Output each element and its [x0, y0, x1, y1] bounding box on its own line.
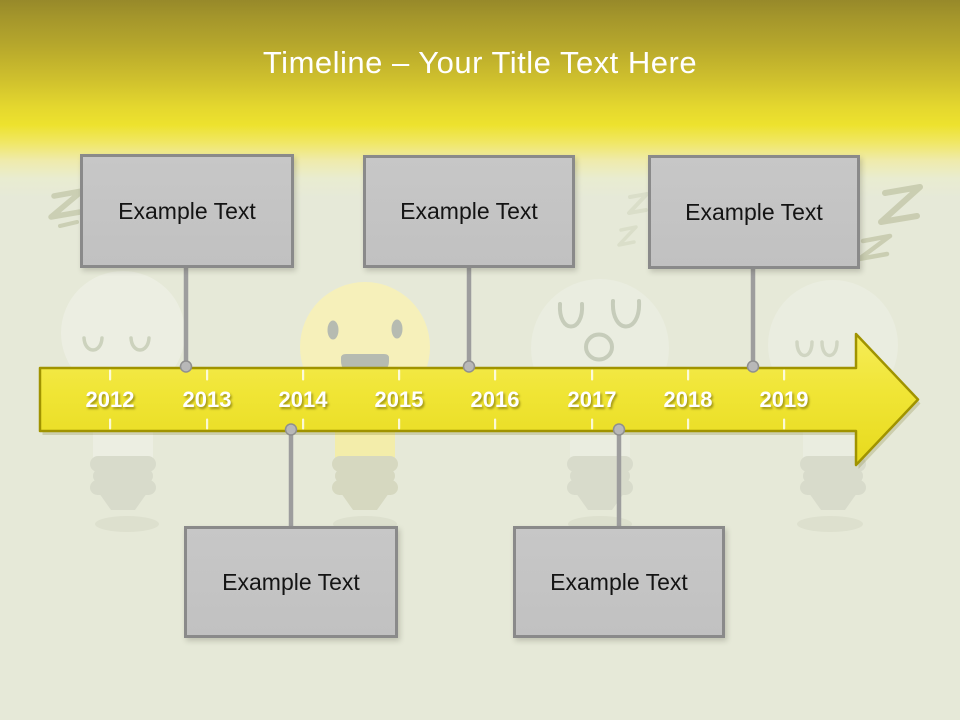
year-label-2015: 2015: [374, 387, 424, 412]
sleep-z-doodle-left: [48, 188, 85, 228]
year-label-2012: 2012: [85, 387, 135, 412]
sleep-z-doodle-middle: [617, 192, 649, 247]
event-label: Example Text: [685, 198, 823, 225]
event-box-above-2013[interactable]: Example Text: [80, 154, 294, 268]
event-box-above-2019[interactable]: Example Text: [648, 155, 860, 269]
event-box-above-2016[interactable]: Example Text: [363, 155, 575, 268]
year-label-2013: 2013: [182, 387, 232, 412]
year-label-2018: 2018: [663, 387, 713, 412]
event-label: Example Text: [550, 568, 688, 595]
timeline-arrow: [38, 332, 920, 467]
year-label-2017: 2017: [567, 387, 617, 412]
event-label: Example Text: [118, 197, 256, 224]
connector-dot-2017: [612, 423, 626, 436]
year-label-2014: 2014: [278, 387, 328, 412]
sleep-z-doodle-right: [856, 184, 923, 262]
connector-dot-2013: [179, 360, 193, 373]
connector-dot-2019: [746, 360, 760, 373]
connector-dots: [179, 360, 760, 436]
event-label: Example Text: [400, 198, 538, 224]
event-box-below-2017[interactable]: Example Text: [513, 526, 725, 638]
year-ticks: [109, 369, 786, 430]
year-label-2019: 2019: [759, 387, 809, 412]
event-connectors: [183, 268, 756, 527]
connector-dot-2016: [462, 360, 476, 373]
event-label: Example Text: [222, 568, 360, 595]
slide-title[interactable]: Timeline – Your Title Text Here: [262, 45, 698, 80]
event-box-below-2014[interactable]: Example Text: [184, 526, 398, 638]
connector-dot-2014: [284, 423, 298, 436]
year-label-2016: 2016: [470, 387, 520, 412]
